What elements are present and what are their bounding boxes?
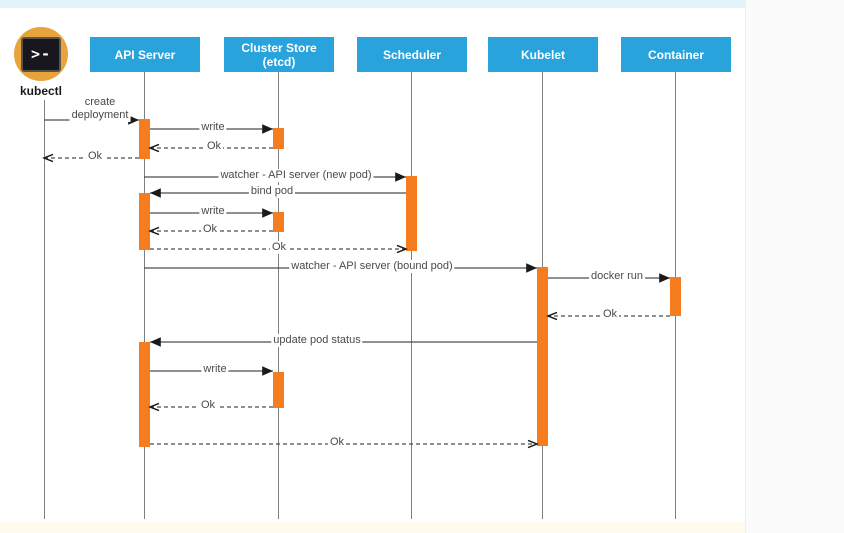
message-label-ok-7: Ok: [327, 436, 347, 449]
message-label-write-2: write: [199, 205, 227, 218]
actor-container: Container: [621, 37, 731, 72]
activation-bar-container-8: [670, 277, 681, 316]
message-label-write-3: write: [201, 363, 229, 376]
activation-bar-kubelet-7: [537, 267, 548, 446]
actor-kubelet: Kubelet: [488, 37, 598, 72]
activation-bar-cluster-store-3: [273, 128, 284, 149]
lifeline-scheduler: [410, 72, 412, 519]
message-label-ok-4: Ok: [269, 241, 289, 254]
activation-bar-api-server-0: [139, 119, 150, 159]
lifeline-api-server: [143, 72, 145, 519]
actor-label-cluster-store: Cluster Store(etcd): [241, 40, 317, 69]
actor-api-server: API Server: [90, 37, 200, 72]
bottom-strip: [0, 522, 745, 533]
actor-label-container: Container: [647, 47, 704, 62]
message-label-docker-run: docker run: [589, 270, 645, 283]
actor-label-scheduler: Scheduler: [382, 47, 442, 62]
message-label-watcher-bound-pod: watcher - API server (bound pod): [289, 260, 455, 273]
message-label-ok-3: Ok: [200, 223, 220, 236]
message-label-ok-1: Ok: [204, 140, 224, 153]
top-strip: [0, 0, 745, 8]
activation-bar-cluster-store-4: [273, 212, 284, 232]
activation-bar-api-server-2: [139, 342, 150, 447]
message-label-write-1: write: [199, 121, 227, 134]
activation-bar-scheduler-6: [406, 176, 417, 251]
message-label-bind-pod: bind pod: [248, 185, 296, 198]
message-label-ok-2: Ok: [85, 150, 105, 163]
actor-scheduler: Scheduler: [357, 37, 467, 72]
actor-cluster-store: Cluster Store(etcd): [224, 37, 334, 72]
message-label-watcher-new-pod: watcher - API server (new pod): [218, 169, 374, 182]
kubectl-terminal-icon: >-: [14, 27, 68, 81]
actor-label-kubelet: Kubelet: [520, 47, 565, 62]
lifeline-kubectl: [43, 100, 45, 519]
terminal-prompt-glyph: >-: [21, 36, 61, 72]
actor-label-api-server: API Server: [114, 47, 176, 62]
message-label-ok-6: Ok: [198, 399, 218, 412]
activation-bar-api-server-1: [139, 193, 150, 250]
message-label-update-pod-status: update pod status: [271, 334, 363, 347]
actor-label-kubectl: kubectl: [19, 84, 63, 98]
message-label-ok-5: Ok: [600, 308, 620, 321]
lifeline-cluster-store: [277, 72, 279, 519]
activation-bar-cluster-store-5: [273, 372, 284, 408]
